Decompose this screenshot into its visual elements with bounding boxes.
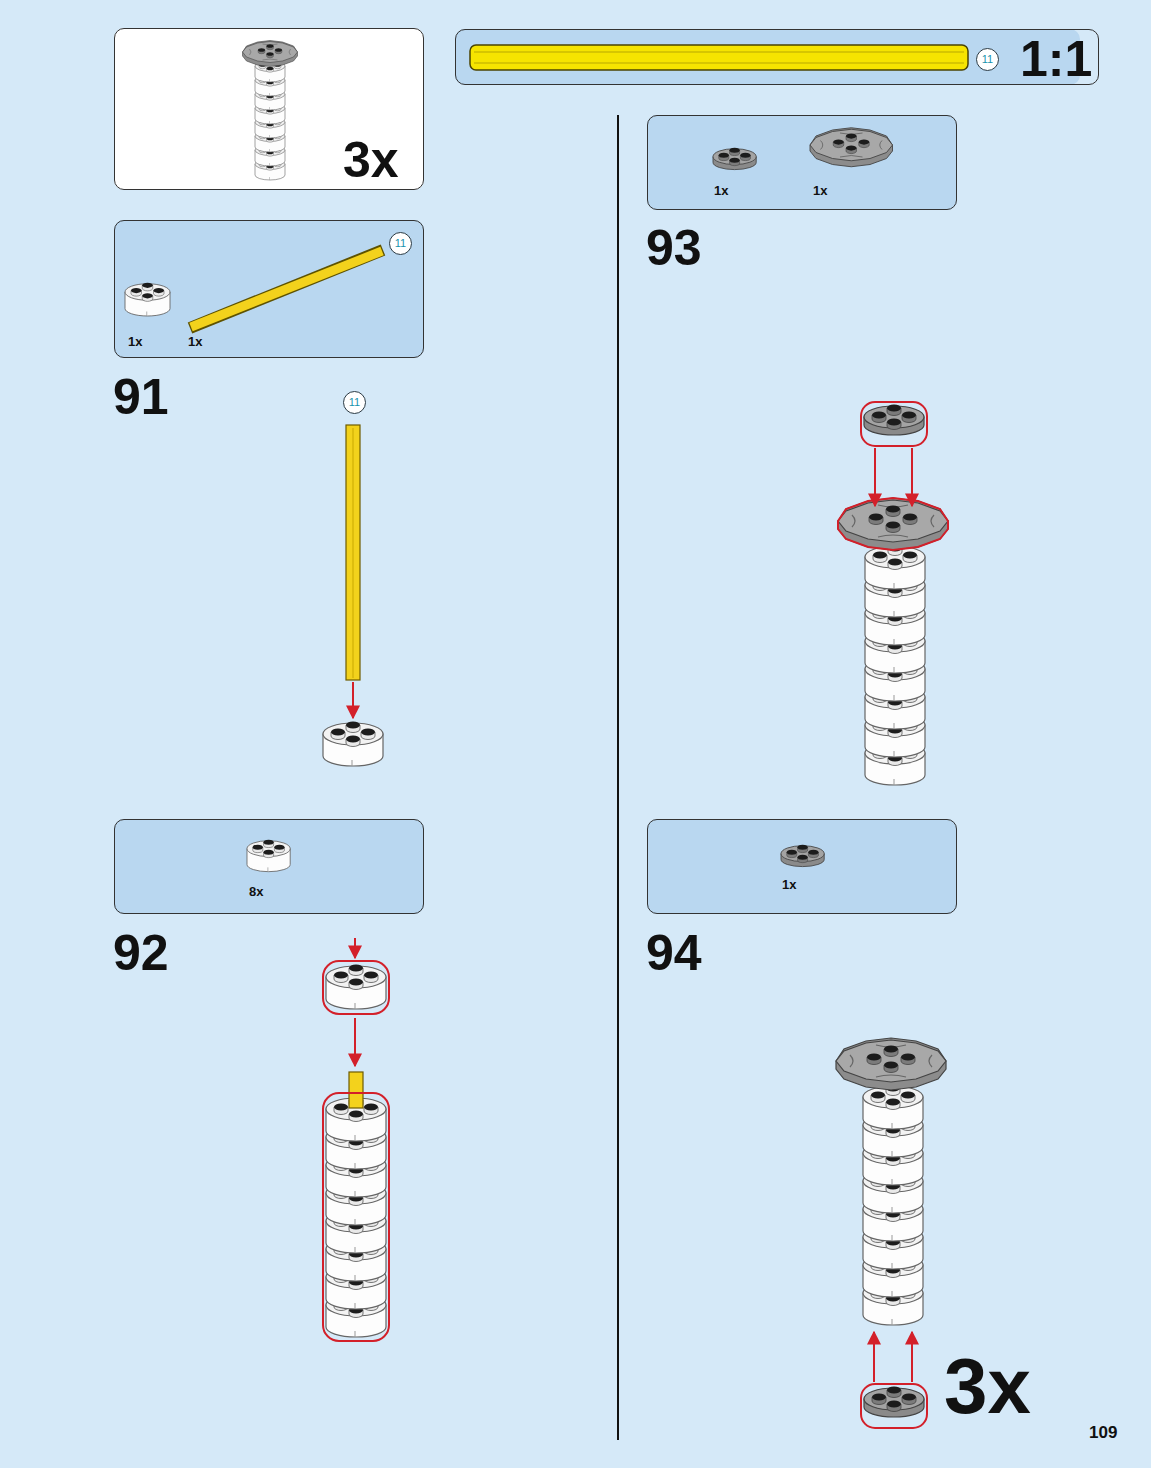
part-count: 8x — [249, 885, 263, 898]
step-number: 94 — [646, 928, 702, 978]
page-number: 109 — [1089, 1424, 1117, 1441]
step-number: 92 — [113, 928, 169, 978]
axle-length: 11 — [343, 391, 366, 414]
scale-label: 1:1 — [1020, 34, 1092, 84]
parts-box: 1x 1x 11 — [114, 220, 424, 358]
part-count: 1x — [782, 878, 796, 891]
part-count: 1x — [188, 335, 202, 348]
part-count: 1x — [128, 335, 142, 348]
length-circle: 11 — [976, 48, 999, 71]
part-count: 1x — [813, 184, 827, 197]
parts-box: 1x 1x — [647, 115, 957, 210]
step-number: 93 — [646, 223, 702, 273]
callout-box: 3x — [114, 28, 424, 190]
axle-length: 11 — [982, 54, 993, 65]
parts-box: 8x — [114, 819, 424, 914]
scale-box: 1:1 11 — [455, 29, 1099, 85]
step-number: 91 — [113, 372, 169, 422]
repeat-count: 3x — [944, 1347, 1031, 1425]
repeat-count: 3x — [343, 135, 399, 185]
axle-length: 11 — [395, 238, 406, 249]
part-count: 1x — [714, 184, 728, 197]
parts-box: 1x — [647, 819, 957, 914]
length-circle: 11 — [389, 232, 412, 255]
